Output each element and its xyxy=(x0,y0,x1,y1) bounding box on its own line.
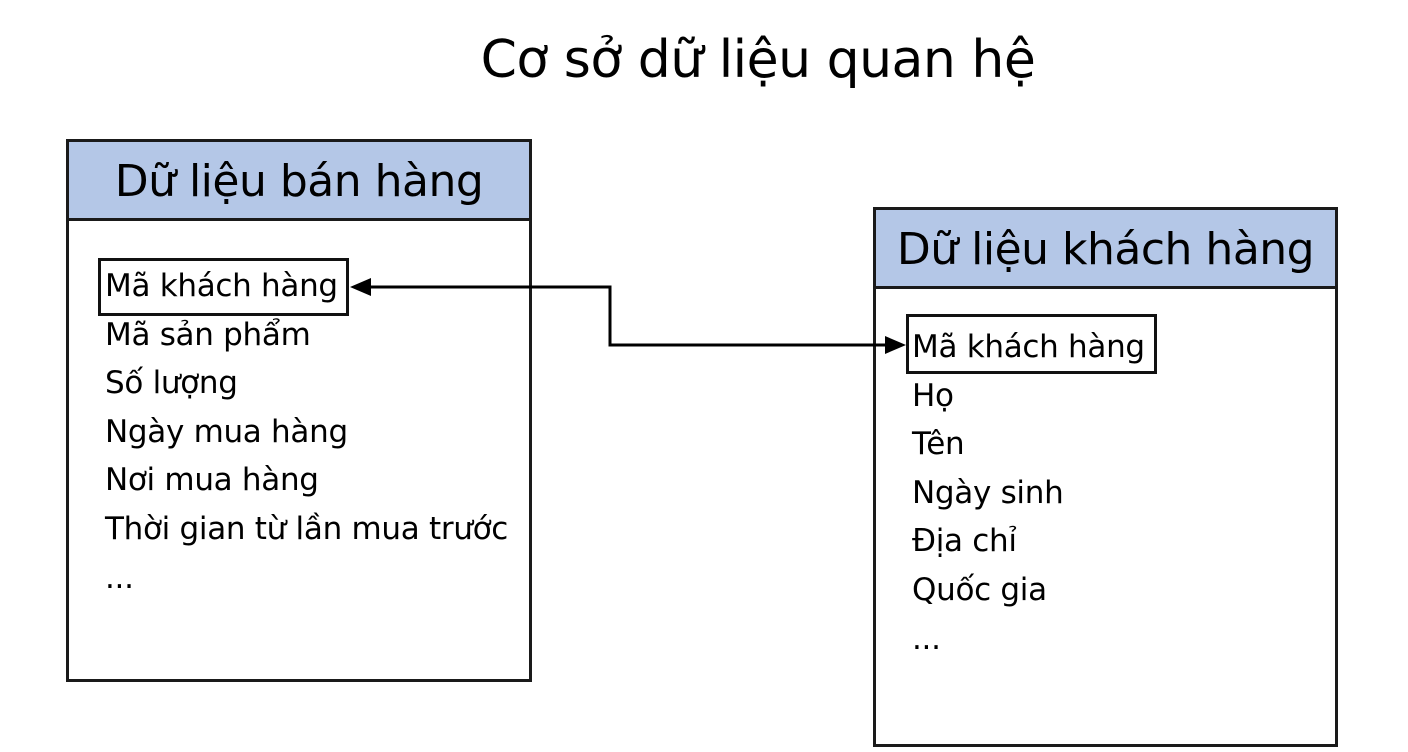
sales-field-ellipsis: ... xyxy=(105,559,134,596)
sales-field-product-id: Mã sản phẩm xyxy=(105,316,311,353)
diagram-title: Cơ sở dữ liệu quan hệ xyxy=(480,30,1036,90)
arrowhead-left-icon xyxy=(350,278,371,296)
sales-field-customer-id: Mã khách hàng xyxy=(105,268,338,304)
sales-table-header: Dữ liệu bán hàng xyxy=(69,142,529,221)
arrowhead-right-icon xyxy=(885,336,906,354)
customer-table-header: Dữ liệu khách hàng xyxy=(876,210,1335,289)
customer-field-ellipsis: ... xyxy=(912,620,941,657)
sales-field-quantity: Số lượng xyxy=(105,365,238,402)
customer-field-first-name: Tên xyxy=(912,426,965,463)
customer-field-list: Mã khách hàng Họ Tên Ngày sinh Địa chỉ Q… xyxy=(912,323,1145,663)
customer-data-table: Dữ liệu khách hàng Mã khách hàng Họ Tên … xyxy=(873,207,1338,747)
sales-field-purchase-place: Nơi mua hàng xyxy=(105,462,319,499)
sales-field-list: Mã khách hàng Mã sản phẩm Số lượng Ngày … xyxy=(105,262,508,602)
customer-field-address: Địa chỉ xyxy=(912,523,1017,560)
customer-field-customer-id: Mã khách hàng xyxy=(912,329,1145,365)
relationship-line xyxy=(368,285,888,347)
customer-key-highlight-box xyxy=(906,314,1157,374)
sales-data-table: Dữ liệu bán hàng Mã khách hàng Mã sản ph… xyxy=(66,139,532,682)
customer-field-last-name: Họ xyxy=(912,377,954,414)
sales-field-time-since-last: Thời gian từ lần mua trước xyxy=(105,510,509,547)
sales-key-highlight-box xyxy=(98,258,349,316)
sales-field-purchase-date: Ngày mua hàng xyxy=(105,413,348,450)
customer-field-country: Quốc gia xyxy=(912,571,1047,608)
customer-field-birth-date: Ngày sinh xyxy=(912,474,1064,511)
